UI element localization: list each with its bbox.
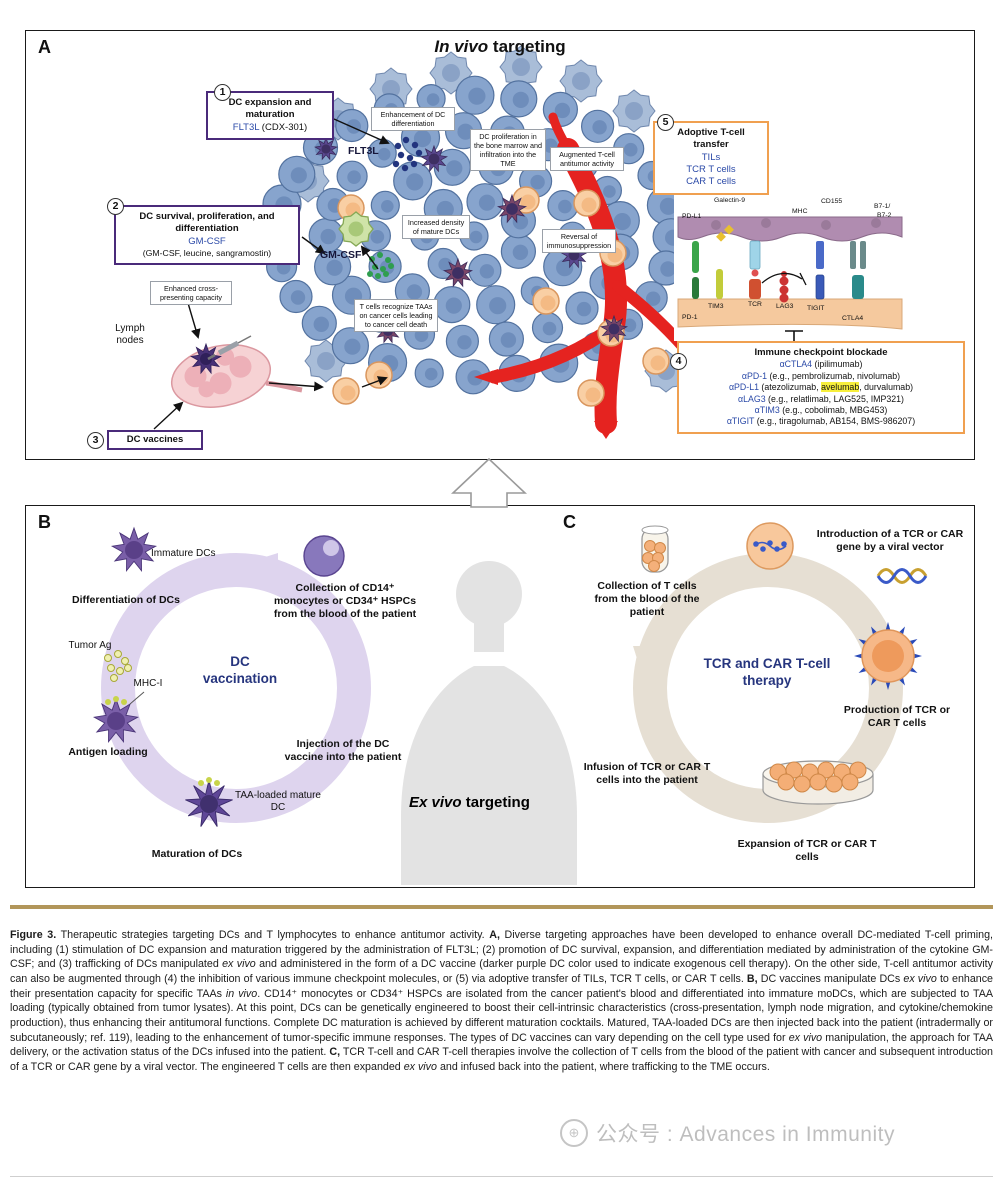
- label-taa-loaded-dc: TAA-loaded mature DC: [235, 790, 321, 813]
- label-ctla4: CTLA4: [842, 315, 864, 322]
- callout-4-number: 4: [670, 353, 687, 370]
- label-injection: Injection of the DC vaccine into the pat…: [284, 738, 402, 764]
- label-lag3: LAG3: [776, 303, 794, 310]
- label-augmented: Augmented T-cell antitumor activity: [550, 147, 624, 171]
- watermark-prefix: 公众号: [596, 1123, 661, 1146]
- panel-a-title: In vivo targeting: [26, 37, 974, 57]
- label-taa: T cells recognize TAAs on cancer cells l…: [354, 299, 438, 332]
- label-tcr: TCR: [748, 301, 762, 308]
- label-maturation: Maturation of DCs: [151, 848, 243, 860]
- figure-caption: Figure 3. Therapeutic strategies targeti…: [10, 928, 993, 1075]
- callout-checkpoint-blockade: 4 Immune checkpoint blockade αCTLA4 (ipi…: [670, 341, 965, 434]
- watermark-logo-icon: ⊕: [560, 1119, 588, 1147]
- label-production: Production of TCR or CAR T cells: [843, 704, 951, 730]
- label-b72: B7-2: [877, 212, 892, 219]
- label-b71: B7-1/: [874, 203, 891, 210]
- caption-rule: [10, 905, 993, 909]
- label-lymph-nodes: Lymph nodes: [115, 323, 145, 346]
- callout-dc-vaccines: 3 DC vaccines: [87, 430, 203, 451]
- label-infusion: Infusion of TCR or CAR T cells into the …: [583, 761, 711, 787]
- label-cross-presenting: Enhanced cross-presenting capacity: [150, 281, 232, 305]
- label-enhancement: Enhancement of DC differentiation: [371, 107, 455, 131]
- callout-5-title: Adoptive T-cell transfer: [677, 127, 745, 151]
- bottom-divider: [10, 1176, 993, 1177]
- callout-2-number: 2: [107, 198, 124, 215]
- caption-text: Figure 3. Therapeutic strategies targeti…: [10, 929, 994, 1073]
- label-gmcsf: GM-CSF: [320, 249, 362, 261]
- callout-1-number: 1: [214, 84, 231, 101]
- label-expansion: Expansion of TCR or CAR T cells: [737, 838, 877, 864]
- ex-vivo-cycles-illustration: [92, 522, 928, 885]
- label-tcr-car-cycle: TCR and CAR T-cell therapy: [703, 656, 831, 688]
- ex-vivo-italic: Ex vivo: [409, 794, 462, 811]
- callout-3-title: DC vaccines: [126, 434, 184, 445]
- label-differentiation: Differentiation of DCs: [72, 594, 180, 606]
- label-pdl1: PD-L1: [682, 213, 702, 220]
- label-cd155: CD155: [821, 198, 843, 205]
- panel-c-label: C: [563, 512, 576, 532]
- label-density: Increased density of mature DCs: [402, 215, 470, 239]
- panel-a-title-rest: targeting: [488, 37, 566, 56]
- callout-dc-expansion: 1 DC expansion and maturation FLT3L (CDX…: [206, 84, 334, 141]
- label-reversal: Reversal of immunosuppression: [542, 229, 616, 253]
- ex-vivo-rest: targeting: [461, 794, 530, 811]
- panel-a: A In vivo targeting 1 DC expansion and m…: [25, 30, 975, 460]
- watermark-name: Advances in Immunity: [679, 1123, 895, 1146]
- callout-5-number: 5: [657, 114, 674, 131]
- callout-3-number: 3: [87, 432, 104, 449]
- callout-dc-survival: 2 DC survival, proliferation, and differ…: [107, 198, 300, 266]
- label-antigen-loading: Antigen loading: [68, 746, 148, 758]
- callout-1-title: DC expansion and maturation: [228, 97, 312, 121]
- panel-a-label: A: [38, 37, 51, 57]
- label-mhc: MHC: [792, 208, 808, 215]
- label-dc-vaccination-cycle: DC vaccination: [202, 654, 278, 686]
- callout-2-title: DC survival, proliferation, and differen…: [139, 211, 275, 235]
- callout-1-drug: FLT3L: [232, 121, 260, 133]
- label-mhc1: MHC-I: [133, 678, 163, 689]
- panel-b-label: B: [38, 512, 51, 532]
- ex-vivo-targeting-title: Ex vivo targeting: [409, 794, 530, 811]
- callout-2-drug: GM-CSF: [188, 235, 226, 247]
- label-collection-monocytes: Collection of CD14⁺ monocytes or CD34⁺ H…: [273, 582, 417, 621]
- label-flt3l: FLT3L: [348, 145, 379, 157]
- panel-bc: B C Immature DCs Differentiation of DCs …: [25, 505, 975, 888]
- label-introduction-vector: Introduction of a TCR or CAR gene by a v…: [816, 528, 964, 554]
- label-galectin9: Galectin-9: [714, 197, 745, 204]
- label-proliferation: DC proliferation in the bone marrow and …: [470, 129, 546, 171]
- checkpoint-list: αCTLA4 (ipilimumab)αPD-1 (e.g., pembroli…: [726, 359, 916, 427]
- callout-2-suffix: (GM-CSF, leucine, sangramostin): [142, 248, 272, 259]
- panel-a-title-italic: In vivo: [434, 37, 489, 56]
- watermark-text: 公众号 : Advances in Immunity: [596, 1118, 895, 1148]
- label-collection-tcells: Collection of T cells from the blood of …: [594, 580, 700, 619]
- label-immature-dcs: Immature DCs: [151, 548, 216, 559]
- callout-1-suffix: (CDX-301): [259, 121, 308, 133]
- label-tim3: TIM3: [708, 303, 724, 310]
- checkpoint-title: Immune checkpoint blockade: [754, 347, 888, 358]
- watermark: ⊕ 公众号 : Advances in Immunity: [560, 1118, 895, 1148]
- label-pd1: PD-1: [682, 314, 698, 321]
- watermark-separator: :: [666, 1123, 674, 1146]
- label-tigit: TIGIT: [807, 305, 825, 312]
- label-tumor-ag: Tumor Ag: [68, 640, 112, 651]
- up-arrow-connector: [450, 457, 528, 508]
